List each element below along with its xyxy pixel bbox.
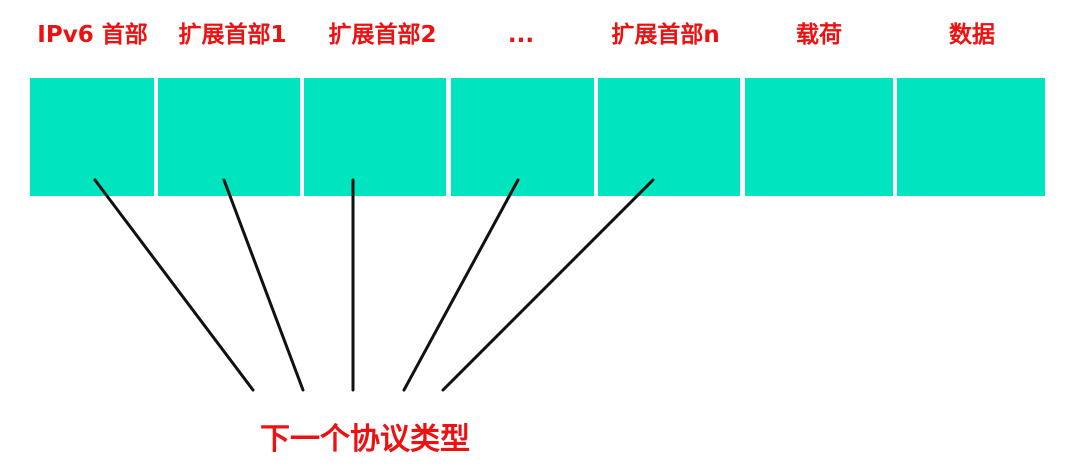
field-label-payload: 载荷 (796, 22, 842, 48)
connector-line-ellipsis (402, 178, 520, 392)
field-label-data: 数据 (949, 22, 995, 48)
connector-line-ipv6-header (93, 178, 255, 392)
connector-line-extension-header-n (441, 178, 655, 392)
field-box-ellipsis (451, 78, 594, 196)
next-protocol-type-label: 下一个协议类型 (260, 422, 470, 457)
field-box-data (897, 78, 1045, 196)
field-label-ipv6-header: IPv6 首部 (37, 22, 148, 48)
field-label-extension-header-2: 扩展首部2 (328, 22, 437, 48)
field-box-extension-header-2 (304, 78, 446, 196)
connector-line-extension-header-1 (222, 178, 305, 392)
field-label-extension-header-1: 扩展首部1 (178, 22, 287, 48)
field-label-extension-header-n: 扩展首部n (611, 22, 720, 48)
field-label-ellipsis: ... (507, 22, 535, 48)
field-box-extension-header-n (598, 78, 740, 196)
field-box-ipv6-header (30, 78, 154, 196)
field-box-payload (745, 78, 893, 196)
field-box-extension-header-1 (158, 78, 300, 196)
